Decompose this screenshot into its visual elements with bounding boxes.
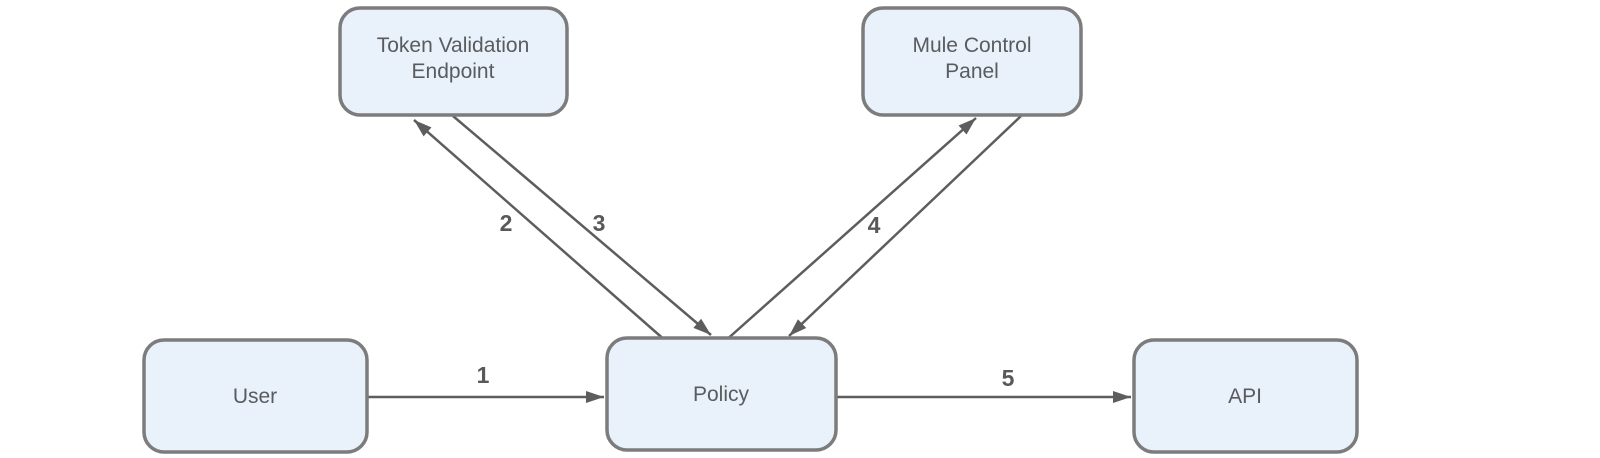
node-token-validation-endpoint: Token Validation Endpoint	[338, 6, 569, 117]
node-label-line: User	[233, 385, 277, 408]
edge-token-validation-to-policy: 3	[452, 115, 712, 336]
node-label-line: Panel	[945, 60, 999, 83]
edge-label-3: 3	[593, 210, 606, 236]
node-api: API	[1132, 338, 1359, 454]
node-label-line: Policy	[693, 383, 750, 406]
edges: 1 2 3 4 5	[367, 115, 1131, 403]
edge-label-4: 4	[868, 212, 881, 238]
edge-label-5: 5	[1002, 365, 1015, 391]
edge-label-1: 1	[477, 362, 490, 388]
node-label-line: Mule Control	[912, 34, 1031, 57]
node-label-line: Endpoint	[412, 60, 495, 83]
edge-label-2: 2	[500, 210, 513, 236]
node-user: User	[142, 338, 369, 454]
edge-user-to-policy: 1	[367, 362, 604, 403]
edge-policy-to-api: 5	[836, 365, 1131, 403]
nodes: Token Validation Endpoint Mule Control P…	[142, 6, 1359, 454]
edge-policy-to-mule-control: 4	[723, 115, 1022, 343]
node-label-line: API	[1228, 385, 1262, 408]
node-label-line: Token Validation	[377, 34, 530, 57]
node-mule-control-panel: Mule Control Panel	[861, 6, 1083, 117]
edge-policy-to-token-validation: 2	[413, 119, 668, 343]
node-policy: Policy	[605, 336, 838, 452]
